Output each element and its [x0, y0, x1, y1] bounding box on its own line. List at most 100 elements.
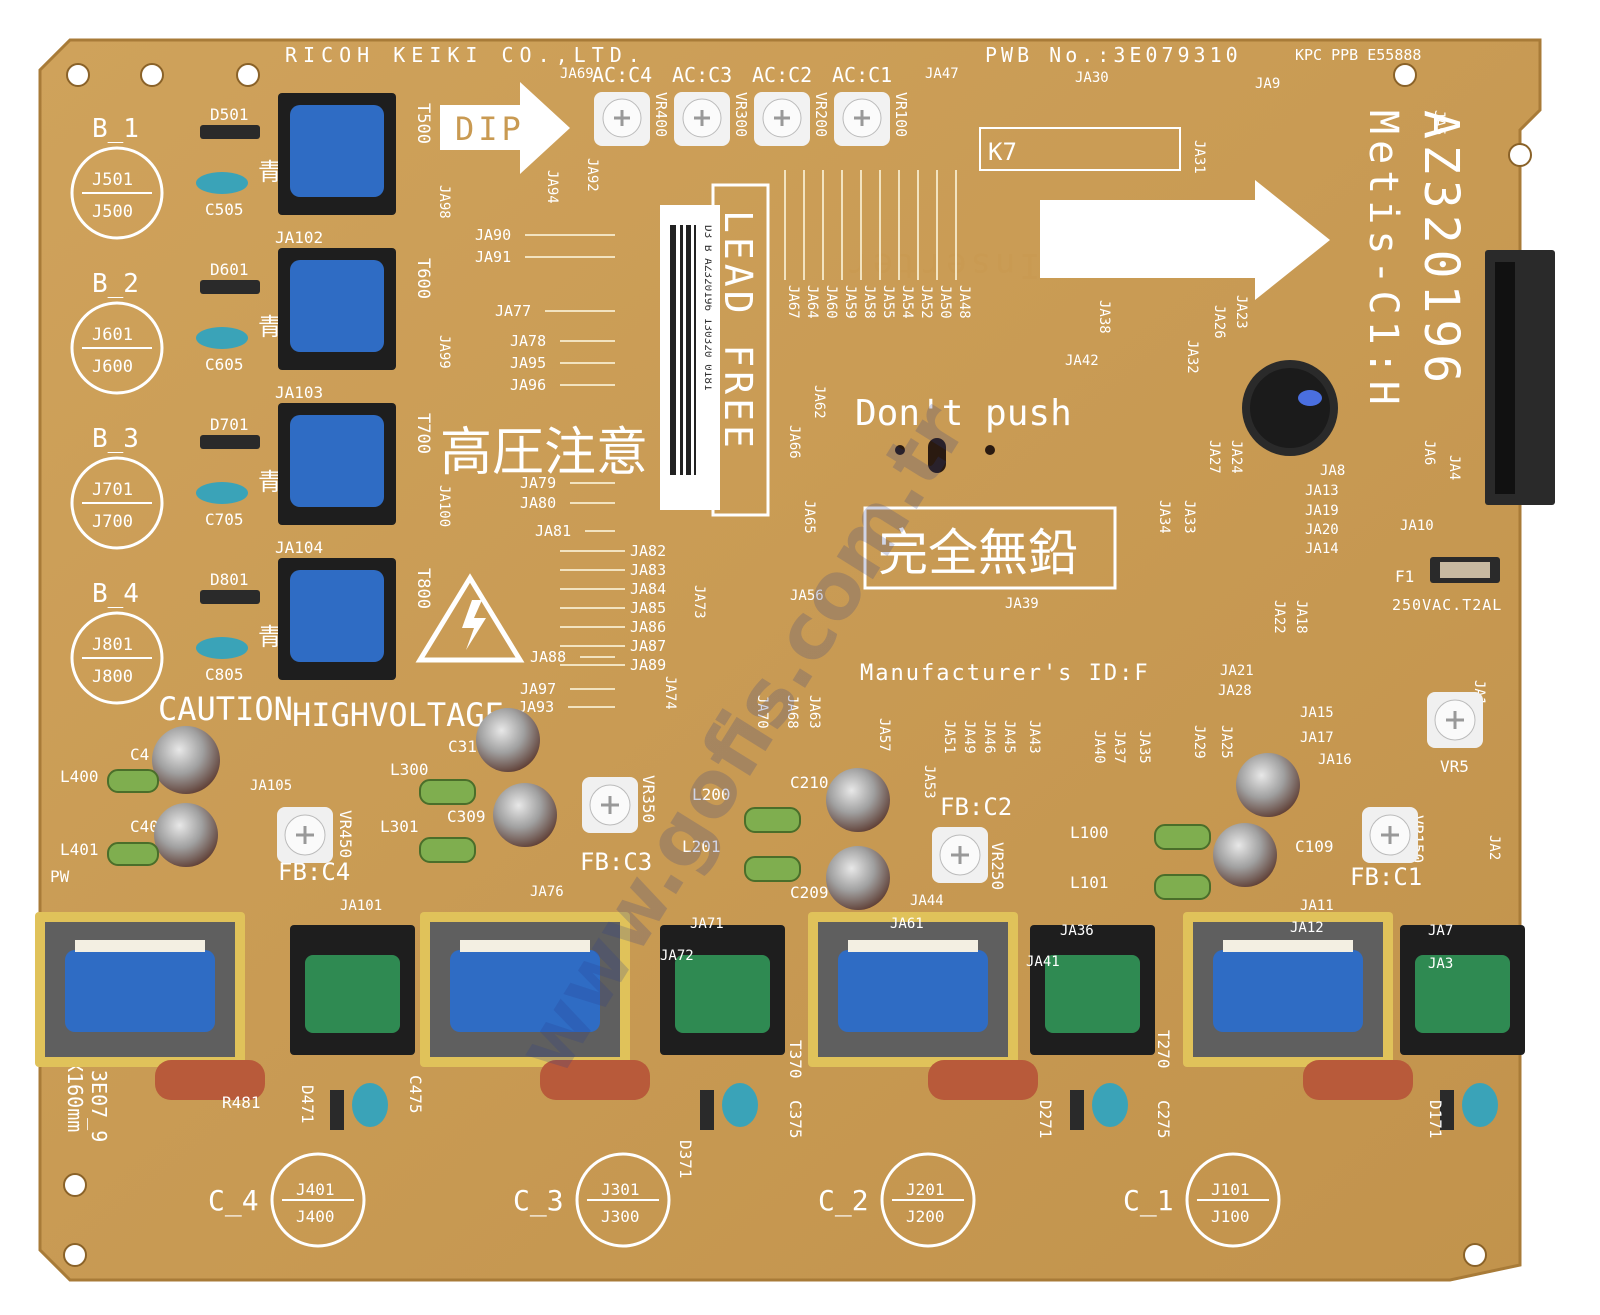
- jumper-label: JA92: [584, 158, 600, 192]
- c-channel-name: C_4: [208, 1184, 259, 1218]
- jumper-label: JA3: [1428, 956, 1453, 972]
- b-channel-name: B_3: [92, 424, 139, 454]
- ac-trimmer: [754, 92, 810, 146]
- jumper-label: JA45: [1001, 720, 1017, 754]
- jumper-label: JA19: [1305, 503, 1339, 519]
- jumper-label: JA7: [1428, 923, 1453, 939]
- jumper-label: JA34: [1156, 500, 1172, 534]
- jumper-label: JA33: [1181, 500, 1197, 534]
- part-label: D371: [676, 1140, 695, 1179]
- trimmer-slot: [774, 110, 790, 126]
- part-label: D271: [1036, 1100, 1055, 1139]
- jumper-label: JA65: [801, 500, 817, 534]
- lead-free-cjk: 完全無鉛: [878, 524, 1078, 582]
- jumper-label: JA16: [1318, 752, 1352, 768]
- k7-box: K7: [979, 127, 1181, 171]
- big-transformer-coil: [450, 950, 600, 1032]
- jumper-label: JA11: [1300, 898, 1334, 914]
- jumper-label: JA5: [1431, 110, 1447, 135]
- diode-body: [200, 435, 260, 449]
- jumper-label: JA36: [1060, 923, 1094, 939]
- diode-body: [1070, 1090, 1084, 1130]
- c-connector-ring: [575, 1152, 671, 1248]
- fuse-f1: F1 250VAC.T2AL: [1392, 557, 1501, 614]
- ceramic-cap: [196, 327, 248, 349]
- fuse-label: F1: [1395, 567, 1414, 586]
- jumper-label: JA28: [1218, 683, 1252, 699]
- inserter-label: Inserter: [844, 245, 1040, 285]
- part-label: PW: [50, 867, 70, 886]
- b-j-top: J601: [92, 325, 133, 345]
- transformer-coil: [290, 105, 384, 197]
- diode-body: [200, 125, 260, 139]
- part-label: C375: [786, 1100, 805, 1139]
- part-label: C40: [130, 817, 159, 836]
- b-connector-ring: [70, 301, 164, 395]
- small-transformer-coil: [675, 955, 770, 1033]
- ja-label: JA103: [275, 383, 323, 402]
- fb-label: FB:C3: [580, 848, 652, 876]
- jumper-label: JA69: [560, 66, 594, 82]
- jumper-label: JA74: [662, 676, 678, 710]
- inserter-arrow: Inserter: [844, 180, 1330, 300]
- jumper-label: JA44: [910, 893, 944, 909]
- b-channel-name: B_4: [92, 579, 139, 609]
- c-j-top: J401: [296, 1180, 335, 1199]
- jumper-label: JA23: [1233, 295, 1249, 329]
- jumper-label: JA72: [660, 948, 694, 964]
- b-transformer: [278, 558, 396, 680]
- part-label: L101: [1070, 873, 1109, 892]
- diode-body: [700, 1090, 714, 1130]
- jumper-label: JA31: [1191, 140, 1207, 174]
- jumper-label: JA38: [1096, 300, 1112, 334]
- jumper-label: JA40: [1091, 730, 1107, 764]
- ceramic-cap: [722, 1083, 758, 1127]
- jumper-label: JA80: [520, 494, 556, 512]
- ac-trimmer: [594, 92, 650, 146]
- dip-arrow: DIP: [440, 82, 570, 174]
- trimmer-slot: [854, 110, 870, 126]
- push-point: [895, 438, 995, 473]
- c-j-top: J101: [1211, 1180, 1250, 1199]
- jumper-label: JA8: [1320, 463, 1345, 479]
- jumper-label: JA13: [1305, 483, 1339, 499]
- jumper-label: JA67: [785, 285, 801, 319]
- jumper-label: JA66: [786, 425, 802, 459]
- b-j-top: J701: [92, 480, 133, 500]
- k7-label: K7: [988, 138, 1017, 166]
- jumper-label: JA68: [784, 695, 800, 729]
- b-connector-ring: [70, 611, 164, 705]
- jumper-label: JA29: [1191, 725, 1207, 759]
- jumper-label: JA105: [250, 778, 292, 794]
- jumper-label: JA96: [510, 376, 546, 394]
- part-label: C31: [448, 737, 477, 756]
- jumper-label: JA57: [876, 718, 892, 752]
- big-transformer-tape: [460, 940, 590, 952]
- part-label: L201: [682, 837, 721, 856]
- c-connector-ring: [270, 1152, 366, 1248]
- jumper-label: JA77: [495, 302, 531, 320]
- b-channel-name: B_2: [92, 269, 139, 299]
- jumper-label: JA54: [899, 285, 915, 319]
- jumper-label: JA100: [436, 485, 452, 527]
- fb-label: FB:C2: [940, 793, 1012, 821]
- jumper-label: JA83: [630, 561, 666, 579]
- diode-label: D601: [210, 260, 249, 279]
- jumper-label: JA24: [1228, 440, 1244, 474]
- big-transformer-tape: [848, 940, 978, 952]
- model-sub-text: Metis-C1:H: [1360, 110, 1406, 411]
- b-transformer: [278, 93, 396, 215]
- b-connector-ring: [70, 146, 164, 240]
- jumper-label: JA12: [1290, 920, 1324, 936]
- jumper-label: JA71: [690, 916, 724, 932]
- part-label: C109: [1295, 837, 1334, 856]
- jumper-label: JA53: [921, 765, 937, 799]
- model-vertical-text: AZ320196: [1413, 110, 1469, 389]
- part-label: C275: [1154, 1100, 1173, 1139]
- ja-label: JA102: [275, 228, 323, 247]
- part-label: D171: [1426, 1100, 1445, 1139]
- b-j-bot: J600: [92, 357, 133, 377]
- ac-label: AC:C1: [832, 63, 892, 87]
- b-j-top: J501: [92, 170, 133, 190]
